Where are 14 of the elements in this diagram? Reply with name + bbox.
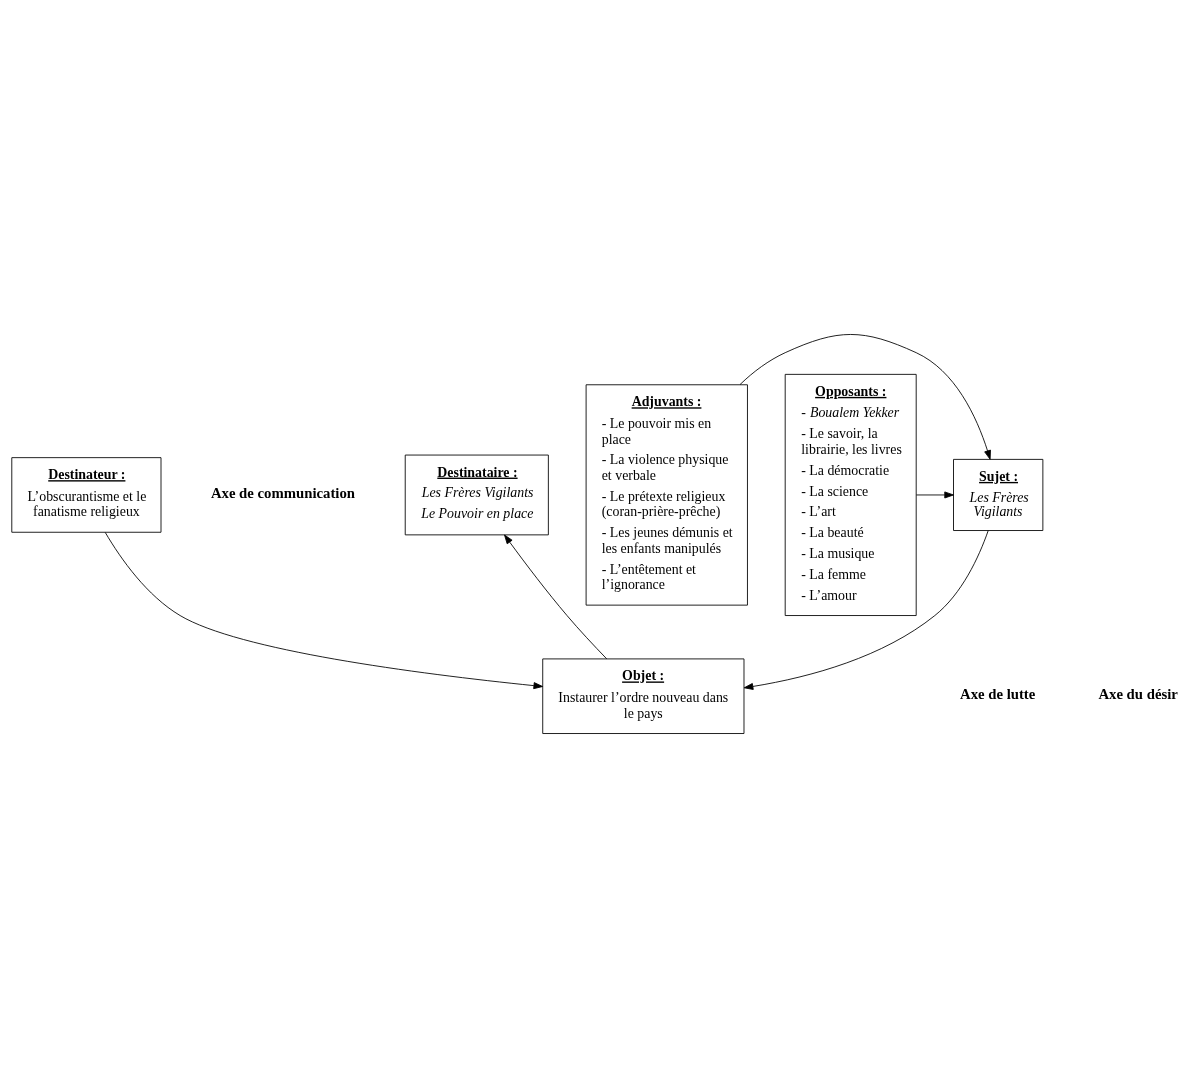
node-box: Opposants : - Boualem Yekker - Le savoir, la librairie, les livres - La démocratie - La science - L’art - La beauté - La musique - La femme - L’amour <box>784 373 917 616</box>
node-box: Adjuvants : - Le pouvoir mis en place - La violence physique et verbale - Le prétexte religieux (coran-prière-prêche) - Les jeunes démunis et les enfants manipulés - L’entêtement et l’ignorance <box>585 383 748 606</box>
label: Axe de lutte <box>960 685 1036 702</box>
arrow <box>739 333 991 460</box>
label: Axe du désir <box>1098 685 1178 702</box>
node-box: Sujet : Les Frères Vigilants <box>953 458 1044 531</box>
arrow <box>915 491 954 498</box>
node-box: Destinataire : Les Frères Vigilants Le Pouvoir en place <box>404 454 549 535</box>
arrow <box>504 534 608 659</box>
arrow <box>743 529 989 690</box>
node-box: Destinateur : L’obscurantisme et le fanatisme religieux <box>11 456 162 533</box>
node-box: Objet : Instaurer l’ordre nouveau dans le pays <box>542 658 745 734</box>
arrow <box>104 531 543 689</box>
label: Axe de communication <box>210 484 355 501</box>
